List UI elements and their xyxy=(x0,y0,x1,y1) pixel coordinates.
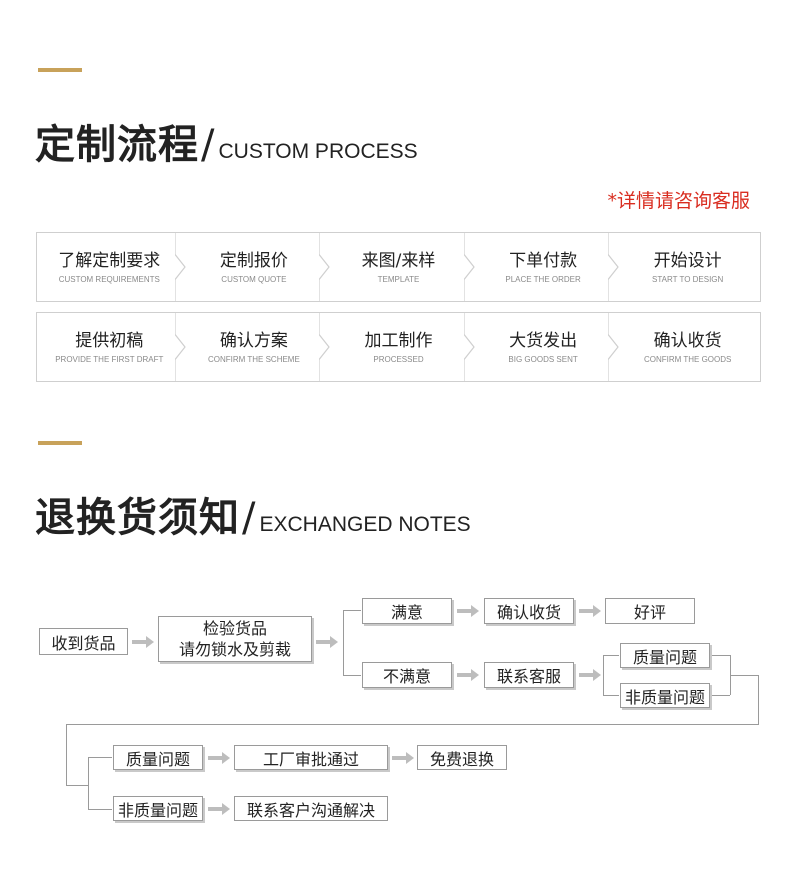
connector-line xyxy=(66,785,88,786)
process-step: 提供初稿 PROVIDE THE FIRST DRAFT xyxy=(37,313,186,381)
process-step-title: 开始设计 xyxy=(653,251,722,271)
chevron-separator-icon xyxy=(319,233,330,301)
connector-line xyxy=(88,757,89,809)
section1-accent-bar xyxy=(38,68,82,72)
connector-line xyxy=(603,695,619,696)
process-step-subtitle: START TO DESIGN xyxy=(652,275,724,284)
process-step-title: 提供初稿 xyxy=(75,331,144,351)
inspect-goods-line2: 请勿锁水及剪裁 xyxy=(178,640,291,659)
connector-line xyxy=(758,675,759,724)
section1-heading: 定制流程 / CUSTOM PROCESS xyxy=(35,112,418,170)
process-step-subtitle: PROVIDE THE FIRST DRAFT xyxy=(55,355,164,364)
process-row-1: 了解定制要求 CUSTOM REQUIREMENTS 定制报价 CUSTOM QUOT… xyxy=(36,232,761,302)
process-step: 确认方案 CONFIRM THE SCHEME xyxy=(182,313,330,381)
process-step-subtitle: CONFIRM THE GOODS xyxy=(643,355,732,364)
connector-line xyxy=(712,695,730,696)
quality-issue-box-2: 质量问题 xyxy=(113,745,203,770)
free-exchange-box: 免费退换 xyxy=(417,745,507,770)
process-step: 开始设计 START TO DESIGN xyxy=(615,233,760,301)
process-step: 下单付款 PLACE THE ORDER xyxy=(471,233,620,301)
arrow-right-icon xyxy=(579,605,601,617)
process-step: 确认收货 CONFIRM THE GOODS xyxy=(615,313,760,381)
process-step-title: 加工制作 xyxy=(364,331,433,351)
arrow-right-icon xyxy=(208,803,230,815)
process-step-subtitle: CUSTOM REQUIREMENTS xyxy=(58,275,160,284)
process-step-subtitle: CONFIRM THE SCHEME xyxy=(207,355,300,364)
chevron-separator-icon xyxy=(174,233,186,301)
section2-title-slash: / xyxy=(242,495,256,541)
chevron-separator-icon xyxy=(608,233,620,301)
process-step-title: 大货发出 xyxy=(509,331,578,351)
process-step-title: 定制报价 xyxy=(219,251,288,271)
process-step: 了解定制要求 CUSTOM REQUIREMENTS xyxy=(37,233,186,301)
connector-line xyxy=(88,757,112,758)
process-step-title: 来图/来样 xyxy=(361,251,436,271)
section1-title-en: CUSTOM PROCESS xyxy=(218,140,418,163)
process-step-subtitle: PROCESSED xyxy=(373,355,424,364)
quality-issue-box: 质量问题 xyxy=(620,643,710,668)
process-step-title: 下单付款 xyxy=(509,251,578,271)
chevron-separator-icon xyxy=(174,313,186,381)
section2-title-en: EXCHANGED NOTES xyxy=(259,513,471,536)
section2-heading: 退换货须知 / EXCHANGED NOTES xyxy=(35,485,471,543)
arrow-right-icon xyxy=(457,669,479,681)
connector-line xyxy=(66,724,67,785)
arrow-right-icon xyxy=(392,752,414,764)
factory-approval-box: 工厂审批通过 xyxy=(234,745,388,770)
arrow-right-icon xyxy=(208,752,230,764)
connector-line xyxy=(343,675,361,676)
process-step: 大货发出 BIG GOODS SENT xyxy=(471,313,620,381)
connector-line xyxy=(730,675,758,676)
consult-service-note: *详情请咨询客服 xyxy=(607,190,750,212)
contact-resolve-box: 联系客户沟通解决 xyxy=(234,796,388,821)
section2-accent-bar xyxy=(38,441,82,445)
process-step-title: 确认方案 xyxy=(219,331,288,351)
process-step-subtitle: BIG GOODS SENT xyxy=(508,355,578,364)
non-quality-issue-box: 非质量问题 xyxy=(620,683,710,708)
section1-title-slash: / xyxy=(201,122,215,168)
connector-line xyxy=(343,610,361,611)
process-step: 定制报价 CUSTOM QUOTE xyxy=(182,233,330,301)
section2-title-cn: 退换货须知 xyxy=(35,495,240,541)
connector-line xyxy=(343,610,344,675)
chevron-separator-icon xyxy=(608,313,620,381)
section1-title-cn: 定制流程 xyxy=(35,122,199,168)
process-step-title: 确认收货 xyxy=(653,331,722,351)
connector-line xyxy=(603,655,604,695)
non-quality-issue-box-2: 非质量问题 xyxy=(113,796,203,821)
connector-line xyxy=(88,809,112,810)
unsatisfied-box: 不满意 xyxy=(362,662,452,688)
process-step: 加工制作 PROCESSED xyxy=(326,313,475,381)
process-step-subtitle: PLACE THE ORDER xyxy=(505,275,581,284)
contact-service-box: 联系客服 xyxy=(484,662,574,688)
process-step: 来图/来样 TEMPLATE xyxy=(326,233,475,301)
satisfied-box: 满意 xyxy=(362,598,452,624)
arrow-right-icon xyxy=(457,605,479,617)
process-step-subtitle: CUSTOM QUOTE xyxy=(221,275,287,284)
inspect-goods-box: 检验货品 请勿锁水及剪裁 xyxy=(158,616,312,662)
chevron-separator-icon xyxy=(319,313,330,381)
connector-line xyxy=(603,655,619,656)
process-step-subtitle: TEMPLATE xyxy=(377,275,420,284)
inspect-goods-line1: 检验货品 xyxy=(202,619,267,638)
arrow-right-icon xyxy=(579,669,601,681)
process-row-2: 提供初稿 PROVIDE THE FIRST DRAFT 确认方案 CONFIRM T… xyxy=(36,312,761,382)
chevron-separator-icon xyxy=(463,233,475,301)
receive-goods-box: 收到货品 xyxy=(39,628,128,655)
chevron-separator-icon xyxy=(463,313,475,381)
connector-line xyxy=(712,655,730,656)
connector-line xyxy=(66,724,759,725)
confirm-receipt-box: 确认收货 xyxy=(484,598,574,624)
arrow-right-icon xyxy=(132,636,154,648)
good-review-box: 好评 xyxy=(605,598,695,624)
arrow-right-icon xyxy=(316,636,338,648)
process-step-title: 了解定制要求 xyxy=(58,251,161,271)
